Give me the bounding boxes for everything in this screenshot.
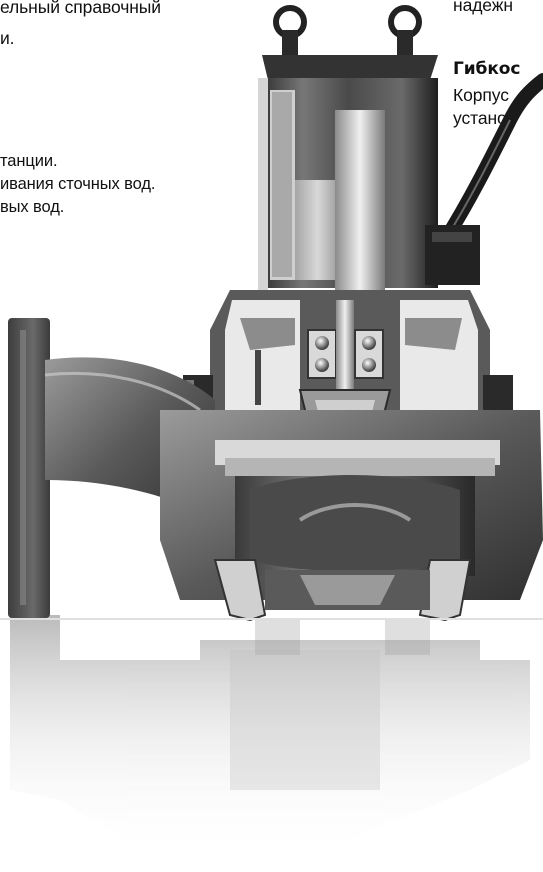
lifting-eye-left (273, 5, 307, 60)
lifting-eye-right (388, 5, 422, 60)
left-text-line-2: и. (0, 28, 15, 48)
right-text-line-1: Корпус (453, 85, 509, 105)
left-list-item-1: танции. (0, 152, 58, 170)
bearing-left (307, 329, 337, 379)
left-list-item-2: ивания сточных вод. (0, 175, 156, 193)
right-text-top: надежн (453, 0, 513, 15)
left-list-item-3: вых вод. (0, 198, 65, 216)
left-text-line-1: ельный справочный (0, 0, 161, 17)
right-heading: Гибкос (453, 59, 521, 79)
pump-reflection (10, 615, 530, 860)
right-text-line-2: установ (453, 108, 516, 128)
bearing-right (354, 329, 384, 379)
